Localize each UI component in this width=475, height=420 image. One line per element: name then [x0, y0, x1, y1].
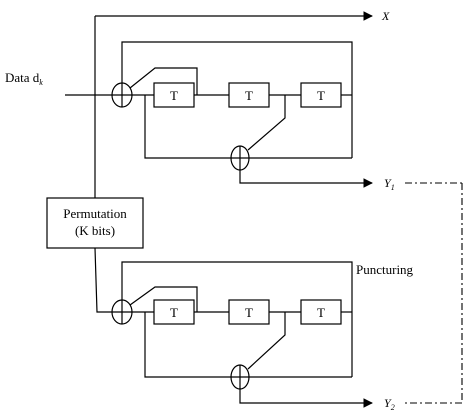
puncturing-path [404, 182, 463, 404]
delay-t-1: T [153, 299, 195, 325]
systematic-output-line [94, 11, 373, 198]
output-x-label: X [381, 9, 390, 23]
permutation-label-line2: (K bits) [75, 223, 115, 238]
input-label: Data dk [5, 70, 43, 87]
delay-t-3: T [300, 82, 342, 108]
permutation-output-line [94, 247, 112, 313]
permutation-box: Permutation (K bits) [46, 197, 144, 249]
encoder-2: T T T [111, 261, 373, 408]
svg-text:T: T [170, 305, 178, 320]
delay-t-3: T [300, 299, 342, 325]
xor-adder-input [111, 82, 133, 108]
delay-t-2: T [228, 299, 270, 325]
encoder-1: T T T [111, 41, 373, 188]
svg-text:T: T [245, 88, 253, 103]
output-y1-label: Y1 [384, 176, 395, 192]
svg-text:T: T [170, 88, 178, 103]
delay-t-2: T [228, 82, 270, 108]
svg-text:T: T [317, 88, 325, 103]
puncturing-label: Puncturing [356, 262, 414, 277]
svg-text:T: T [245, 305, 253, 320]
xor-adder-output [230, 364, 250, 390]
xor-adder-output [230, 145, 250, 171]
svg-text:T: T [317, 305, 325, 320]
permutation-label-line1: Permutation [63, 206, 127, 221]
xor-adder-input [111, 299, 133, 325]
delay-t-1: T [153, 82, 195, 108]
output-y2-label: Y2 [384, 396, 395, 412]
